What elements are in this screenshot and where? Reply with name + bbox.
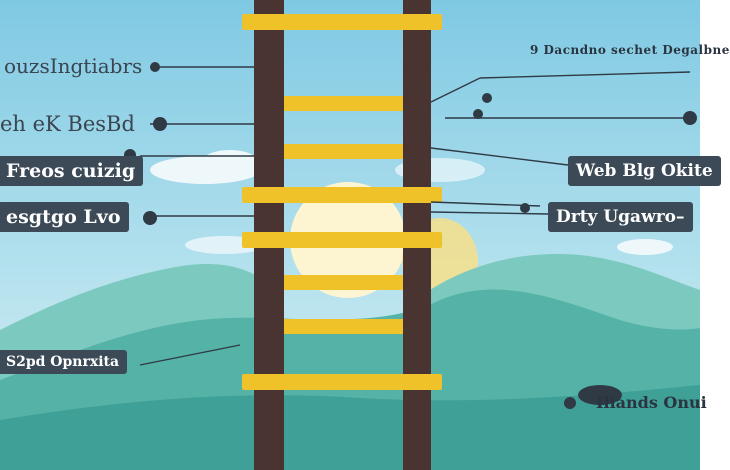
leader-lines-right	[430, 71, 691, 215]
connector-icons-right	[473, 93, 697, 409]
leader-lines-left	[139, 66, 254, 366]
label-left-4: esgtgo Lvo	[0, 202, 129, 232]
ladder-diagram	[0, 0, 700, 470]
label-left-1: ouzsIngtiabrs	[4, 54, 143, 78]
ladder-rungs	[242, 14, 442, 390]
label-right-5: Iliands Onui	[596, 393, 707, 412]
label-right-1: 9 Dacndno sechet Degalbne	[530, 43, 730, 57]
label-left-3: Freos cuizig	[0, 156, 144, 186]
label-right-4: Drty Ugawro–	[548, 202, 693, 232]
label-left-2: eh eK BesBd	[0, 112, 135, 136]
label-right-3: Web Blg Okite	[568, 156, 721, 186]
label-left-5: S2pd Opnrxita	[0, 350, 128, 374]
